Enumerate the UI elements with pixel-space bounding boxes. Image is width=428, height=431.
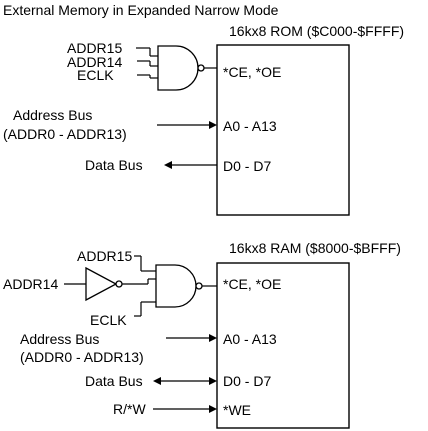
ram-inverter-gate xyxy=(85,266,118,302)
ram-label-addr14: ADDR14 xyxy=(3,276,58,292)
rom-address-arrowhead xyxy=(209,121,217,129)
rom-label-address-bus: Address Bus xyxy=(13,107,92,123)
ram-pin-data: D0 - D7 xyxy=(223,373,271,389)
ram-header: 16kx8 RAM ($8000-$BFFF) xyxy=(229,240,401,256)
ram-label-address-bus: Address Bus xyxy=(20,331,99,347)
ram-label-rw: R/*W xyxy=(113,401,146,417)
ram-inverter-output-wire xyxy=(122,278,156,285)
ram-chip-box xyxy=(216,262,350,429)
ram-label-data-bus: Data Bus xyxy=(85,373,143,389)
diagram-title: External Memory in Expanded Narrow Mode xyxy=(3,2,279,18)
ram-pin-address: A0 - A13 xyxy=(223,331,277,347)
ram-and-gate xyxy=(155,264,197,308)
rom-gate-input-wires xyxy=(136,47,158,79)
ram-data-arrowhead-left xyxy=(153,377,161,385)
ram-label-address-bus-range: (ADDR0 - ADDR13) xyxy=(20,349,144,365)
ram-inverter-bubble xyxy=(115,280,123,288)
ram-pin-we: *WE xyxy=(223,402,251,418)
ram-eclk-wire xyxy=(134,301,156,317)
rom-label-addr15: ADDR15 xyxy=(67,40,122,56)
rom-chip-box xyxy=(216,44,350,216)
ram-gate-inverter-bubble xyxy=(195,282,203,290)
rom-gate-inverter-bubble xyxy=(197,64,205,72)
rom-label-data-bus: Data Bus xyxy=(85,157,143,173)
rom-pin-address: A0 - A13 xyxy=(223,118,277,134)
ram-addr15-wire xyxy=(134,255,156,272)
ram-rw-arrowhead xyxy=(209,405,217,413)
ram-label-addr15: ADDR15 xyxy=(77,248,132,264)
rom-label-addr14: ADDR14 xyxy=(67,54,122,70)
rom-label-eclk: ECLK xyxy=(77,67,114,83)
ram-label-eclk: ECLK xyxy=(90,312,127,328)
ram-address-arrowhead xyxy=(209,334,217,342)
rom-label-address-bus-range: (ADDR0 - ADDR13) xyxy=(3,126,127,142)
ram-data-arrowhead-right xyxy=(209,377,217,385)
ram-pin-ce-oe: *CE, *OE xyxy=(223,276,281,292)
rom-pin-data: D0 - D7 xyxy=(223,158,271,174)
rom-header: 16kx8 ROM ($C000-$FFFF) xyxy=(229,23,404,39)
rom-data-arrowhead xyxy=(164,161,172,169)
rom-pin-ce-oe: *CE, *OE xyxy=(223,64,281,80)
rom-and-gate xyxy=(157,45,199,91)
